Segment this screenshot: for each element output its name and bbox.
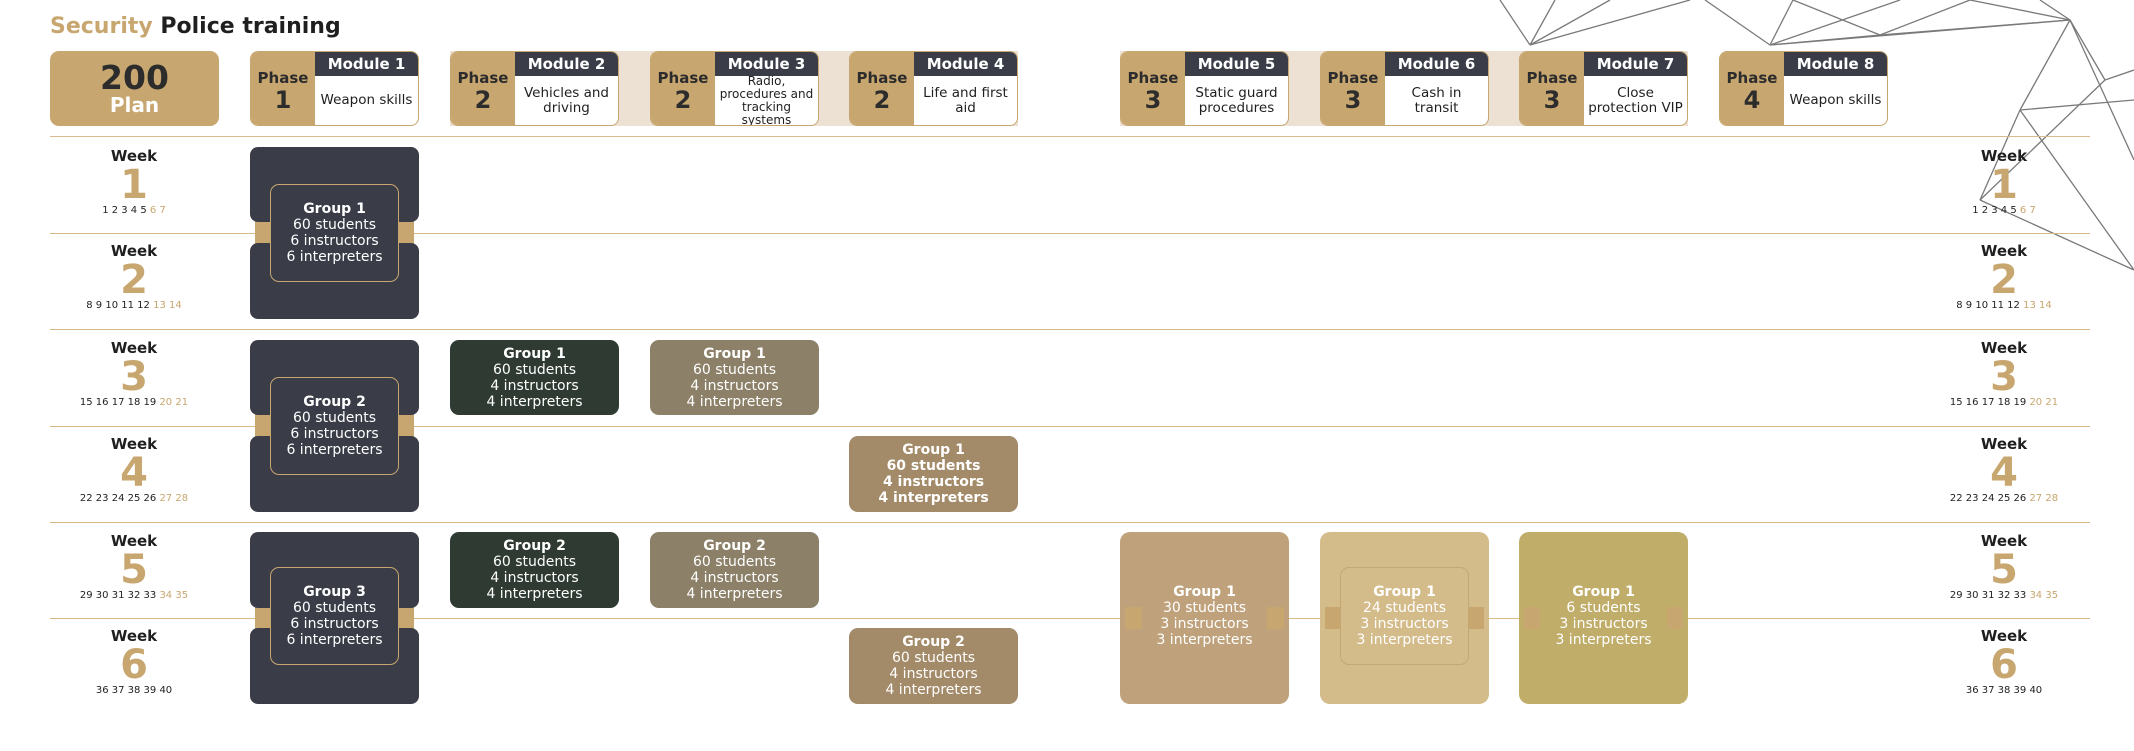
- module-description: Weapon skills: [320, 92, 413, 108]
- title-rest: Police training: [160, 14, 341, 39]
- week-divider: [50, 426, 2090, 427]
- module-description: Weapon skills: [1789, 92, 1882, 108]
- module-description: Radio, procedures and tracking systems: [719, 73, 814, 126]
- module-title: Module 2: [515, 52, 618, 76]
- module-title: Module 1: [315, 52, 418, 76]
- module-title: Module 5: [1185, 52, 1288, 76]
- week-divider: [50, 329, 2090, 330]
- module-description: Life and first aid: [923, 84, 1008, 116]
- week-divider: [50, 233, 2090, 234]
- module-title: Module 6: [1385, 52, 1488, 76]
- plan-label: Plan: [109, 93, 160, 117]
- plan-box: 200 Plan: [50, 51, 219, 126]
- week-divider: [50, 136, 2090, 137]
- module-title: Module 3: [715, 52, 818, 76]
- module-description: Static guard procedures: [1195, 84, 1278, 116]
- plan-number: 200: [100, 58, 169, 97]
- module-description: Cash in transit: [1411, 84, 1462, 116]
- page-title: Security Police training: [50, 14, 341, 39]
- week-divider: [50, 618, 2090, 619]
- module-title: Module 4: [914, 52, 1017, 76]
- module-title: Module 7: [1584, 52, 1687, 76]
- decorative-lines: [1499, 0, 2134, 271]
- module-description: Vehicles and driving: [523, 84, 609, 116]
- week-divider: [50, 522, 2090, 523]
- title-accent: Security: [50, 14, 153, 39]
- module-description: Close protection VIP: [1588, 84, 1683, 116]
- module-title: Module 8: [1784, 52, 1887, 76]
